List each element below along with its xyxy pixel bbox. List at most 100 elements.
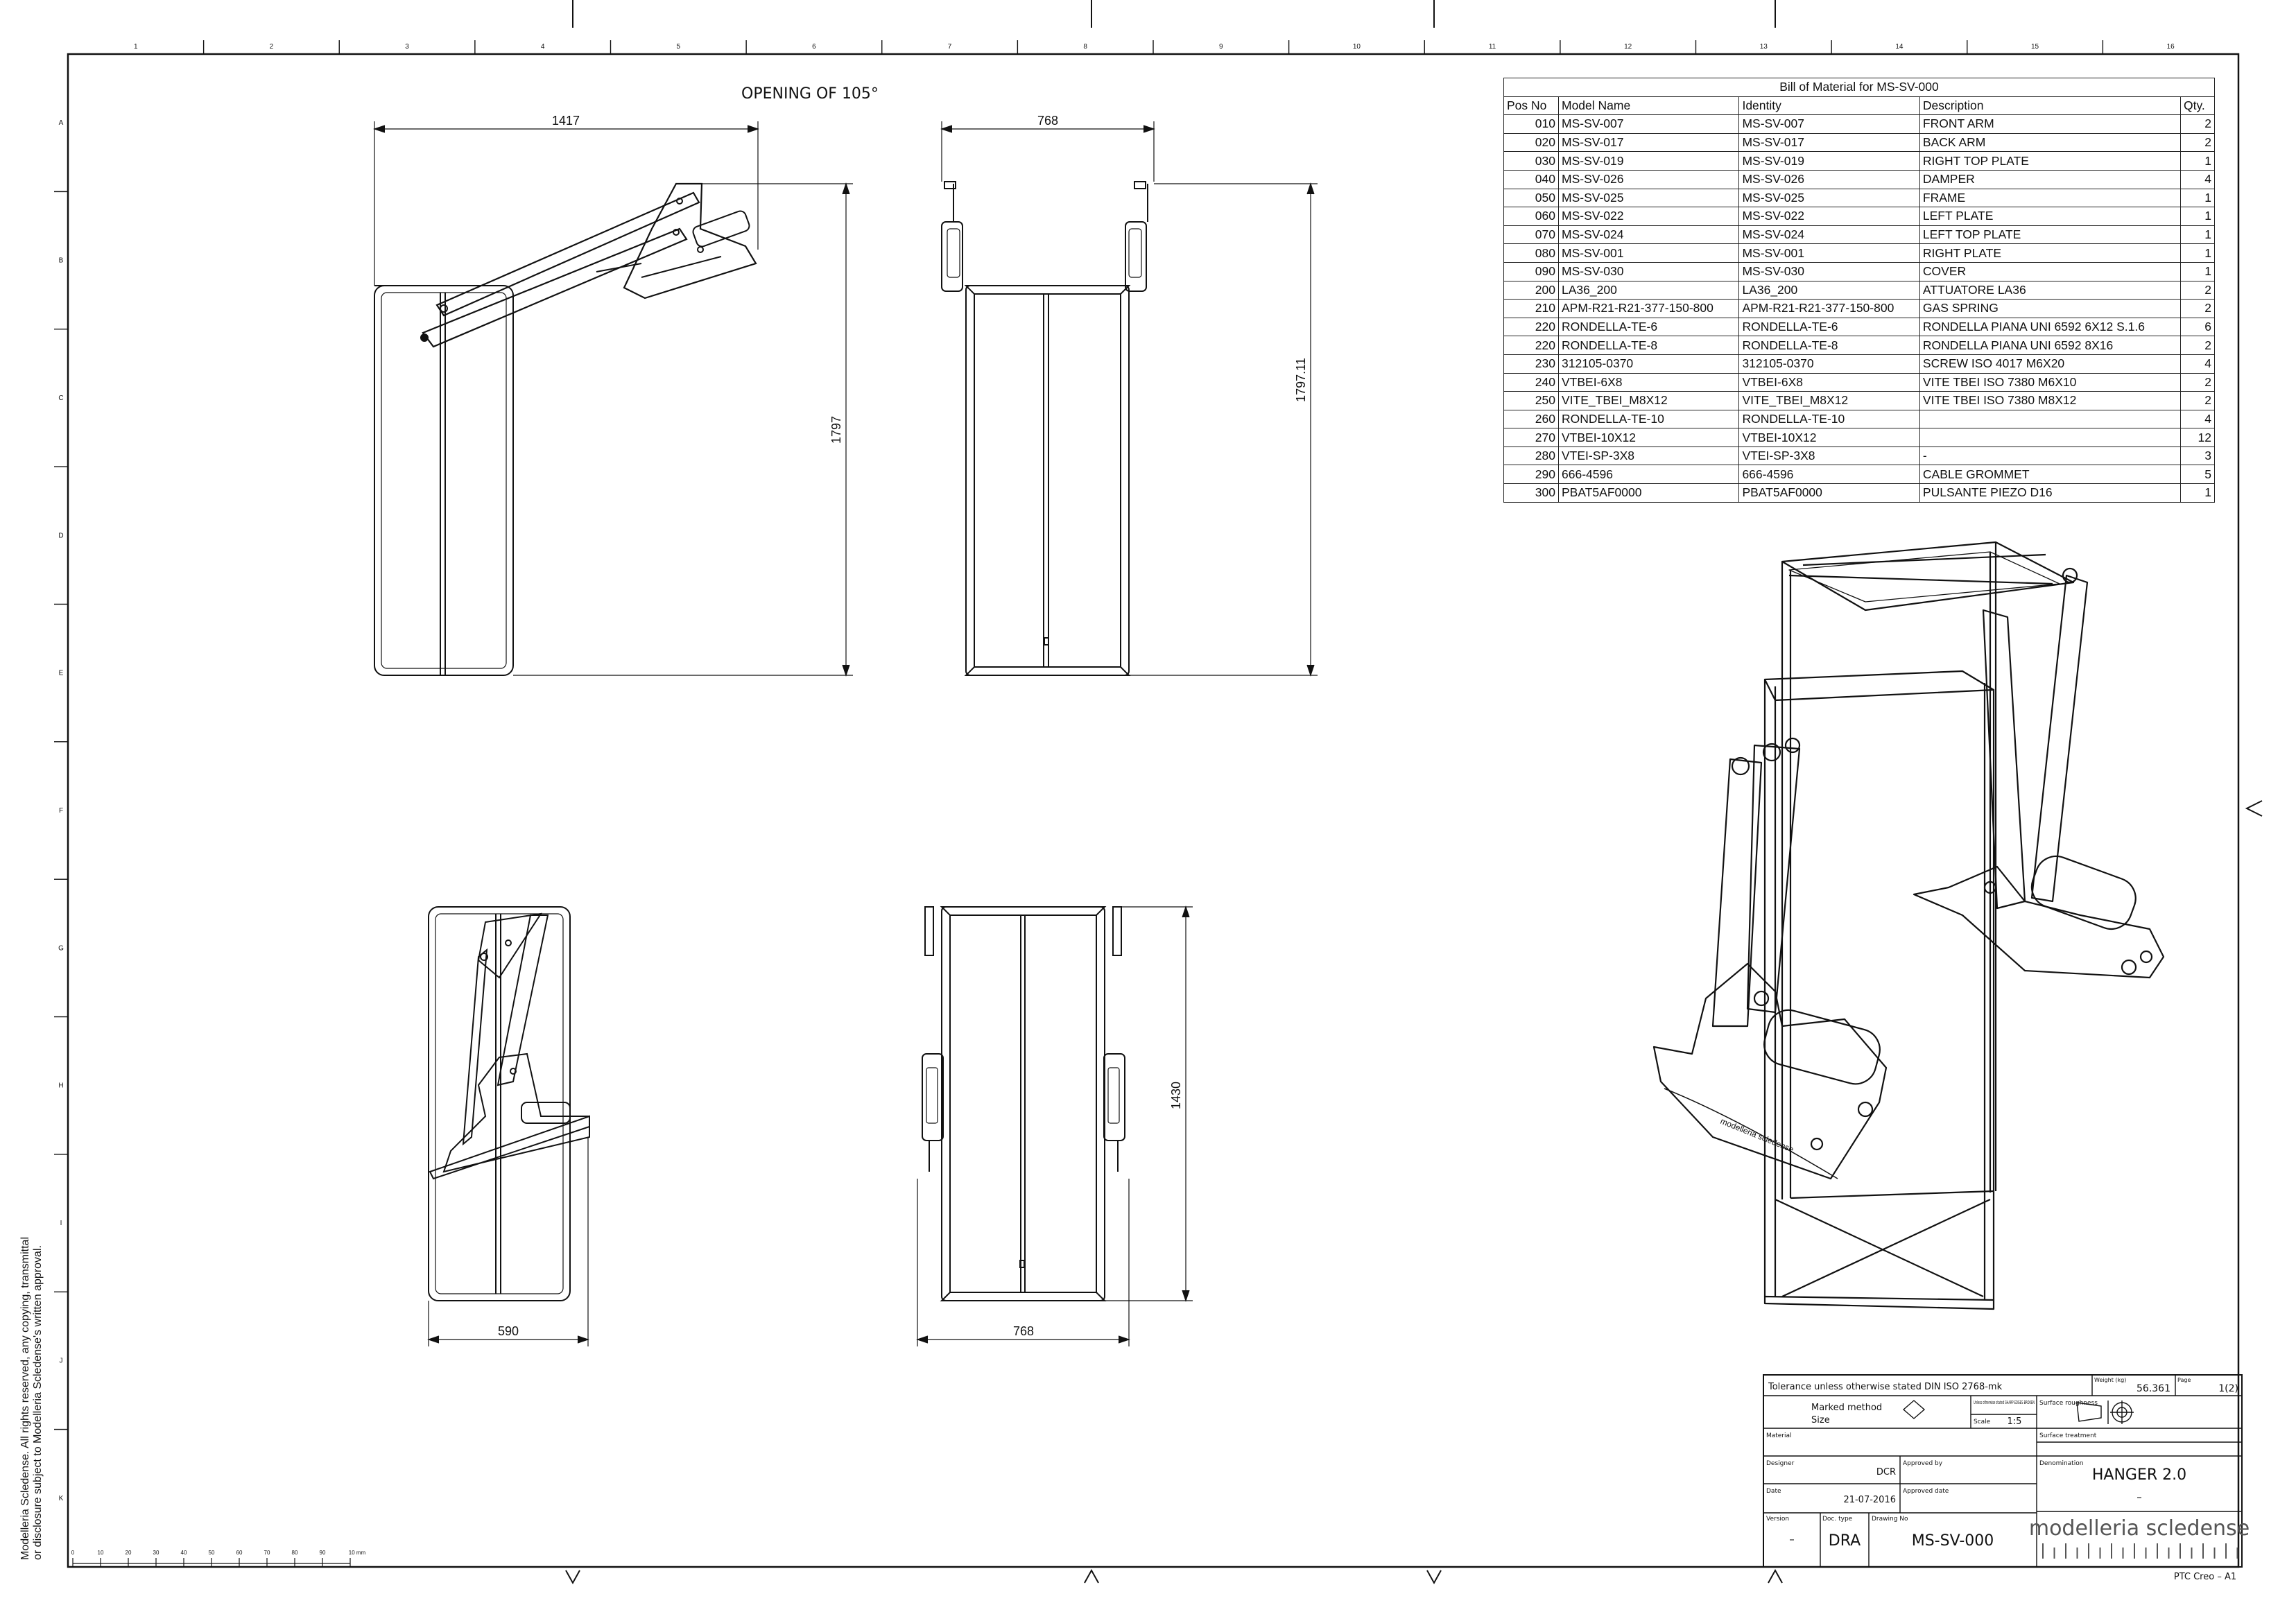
column-label: 7 — [948, 43, 952, 51]
designer-label: Designer — [1766, 1460, 1795, 1467]
bom-cell-identity: VTBEI-10X12 — [1738, 428, 1920, 447]
surface-roughness: Surface roughness — [2039, 1400, 2098, 1407]
closed-side-view — [428, 906, 590, 1301]
zone-ticks — [54, 40, 2104, 1430]
dim-closed-side-width: 590 — [498, 1324, 519, 1338]
row-label: F — [59, 807, 63, 815]
dim-closed-front-height: 1430 — [1169, 1082, 1183, 1109]
row-label: A — [59, 119, 64, 127]
column-label: 16 — [2167, 43, 2175, 51]
column-label: 9 — [1219, 43, 1223, 51]
bom-cell-identity: VTBEI-6X8 — [1738, 372, 1920, 392]
dim-open-front-width: 768 — [1037, 114, 1058, 128]
row-label: J — [60, 1357, 63, 1364]
dim-open-side-height: 1797 — [829, 416, 843, 444]
column-label: 4 — [541, 43, 545, 51]
bom-header-qty: Qty. — [2180, 96, 2215, 116]
bom-cell-model: VITE_TBEI_M8X12 — [1557, 391, 1740, 410]
unless-note: Unless otherwise stated SHARP EDGES BROK… — [1974, 1400, 2035, 1405]
bom-cell-description: GAS SPRING — [1919, 299, 2182, 318]
bom-cell-qty: 12 — [2180, 428, 2215, 447]
bom-cell-identity: APM-R21-R21-377-150-800 — [1738, 299, 1920, 318]
weight-label: Weight (kg) — [2094, 1377, 2126, 1383]
column-label: 15 — [2031, 43, 2039, 51]
marked-method: Marked method — [1811, 1403, 1882, 1413]
row-label: C — [58, 395, 63, 402]
bom-cell-description: RIGHT TOP PLATE — [1919, 151, 2182, 171]
bom-cell-description: SCREW ISO 4017 M6X20 — [1919, 354, 2182, 374]
column-label: 6 — [812, 43, 816, 51]
bom-cell-model: MS-SV-017 — [1557, 132, 1740, 153]
approved-by-label: Approved by — [1903, 1460, 1943, 1467]
approved-date-label: Approved date — [1903, 1488, 1949, 1495]
row-label: I — [60, 1220, 62, 1227]
logo-ruler — [2042, 1543, 2238, 1559]
tolerance-note: Tolerance unless otherwise stated DIN IS… — [1768, 1382, 2003, 1392]
bom-cell-pos: 220 — [1503, 317, 1559, 337]
denomination-sub: – — [2137, 1491, 2142, 1503]
row-label: B — [59, 257, 64, 265]
bom-cell-pos: 070 — [1503, 225, 1559, 245]
bom-cell-description: RONDELLA PIANA UNI 6592 6X12 S.1.6 — [1919, 317, 2182, 337]
bom-cell-pos: 030 — [1503, 151, 1559, 171]
column-label: 11 — [1489, 43, 1496, 51]
bom-cell-identity: MS-SV-019 — [1738, 151, 1920, 171]
scale-value: 1:5 — [2008, 1416, 2022, 1427]
scale-label: Scale — [1974, 1419, 1991, 1425]
surface-treatment: Surface treatment — [2039, 1432, 2097, 1439]
bom-cell-model: MS-SV-001 — [1557, 243, 1740, 263]
bom-cell-description: FRAME — [1919, 188, 2182, 208]
bom-cell-model: 666-4596 — [1557, 465, 1740, 485]
bom-cell-description: CABLE GROMMET — [1919, 465, 2182, 485]
scale-bar-label: 60 — [236, 1550, 243, 1556]
software-label: PTC Creo – A1 — [2174, 1572, 2236, 1582]
bom-cell-pos: 010 — [1503, 114, 1559, 134]
bom-cell-identity: RONDELLA-TE-8 — [1738, 336, 1920, 355]
bom-cell-identity: MS-SV-025 — [1738, 188, 1920, 208]
bom-cell-identity: MS-SV-001 — [1738, 243, 1920, 263]
bom-cell-model: 312105-0370 — [1557, 354, 1740, 374]
bom-cell-qty: 4 — [2180, 409, 2215, 429]
bom-cell-model: VTBEI-10X12 — [1557, 428, 1740, 447]
bom-cell-model: LA36_200 — [1557, 280, 1740, 300]
bom-cell-description: COVER — [1919, 261, 2182, 281]
bom-cell-model: MS-SV-025 — [1557, 188, 1740, 208]
bom-header-pos: Pos No — [1503, 96, 1559, 116]
dim-open-front-height: 1797.11 — [1294, 358, 1308, 402]
scale-bar-label: 10 mm — [349, 1550, 366, 1556]
scale-bar-label: 20 — [126, 1550, 132, 1556]
bom-cell-qty: 2 — [2180, 336, 2215, 355]
bom-cell-description: LEFT PLATE — [1919, 207, 2182, 226]
bom-cell-qty: 6 — [2180, 317, 2215, 337]
bom-cell-qty: 2 — [2180, 391, 2215, 410]
bom-cell-qty: 2 — [2180, 114, 2215, 134]
bom-cell-description: - — [1919, 446, 2182, 466]
material-label: Material — [1766, 1432, 1792, 1439]
bom-cell-description: RIGHT PLATE — [1919, 243, 2182, 263]
open-side-dims — [373, 121, 853, 677]
column-label: 10 — [1353, 43, 1361, 51]
denomination-label: Denomination — [2039, 1460, 2083, 1467]
bom-cell-model: APM-R21-R21-377-150-800 — [1557, 299, 1740, 318]
version-label: Version — [1766, 1516, 1789, 1523]
column-label: 1 — [134, 43, 138, 51]
column-label: 13 — [1760, 43, 1768, 51]
bom-cell-model: RONDELLA-TE-8 — [1557, 336, 1740, 355]
bom-cell-pos: 240 — [1503, 372, 1559, 392]
doc-type-label: Doc. type — [1822, 1516, 1853, 1523]
page-value: 1(2) — [2218, 1383, 2238, 1394]
open-front-dims — [940, 121, 1318, 677]
bom-cell-pos: 090 — [1503, 261, 1559, 281]
